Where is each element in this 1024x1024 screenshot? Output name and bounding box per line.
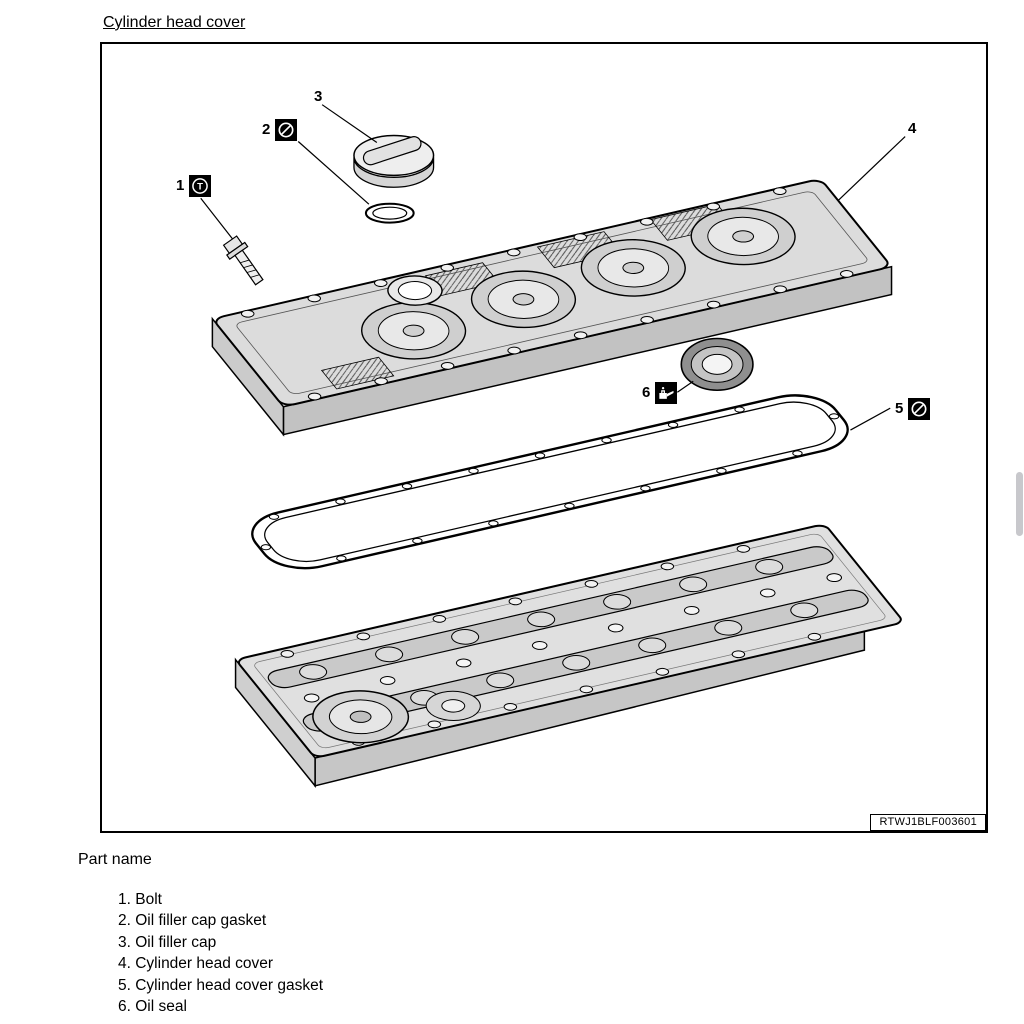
bolt-shape [221, 234, 268, 288]
do-not-reuse-icon [275, 119, 298, 141]
callout-3-number: 3 [314, 88, 323, 105]
oil-filler-cap-shape [354, 135, 434, 187]
do-not-reuse-icon [908, 398, 931, 420]
part-item-6: 6. Oil seal [118, 998, 187, 1016]
callout-4: 4 [908, 118, 916, 140]
head-cover-gasket-shape [238, 388, 861, 575]
part-item-4: 4. Cylinder head cover [118, 955, 274, 973]
figure-frame: 1 T 2 3 4 5 6 [100, 42, 988, 833]
parts-list: 1. Bolt 2. Oil filler cap gasket 3. Oil … [118, 889, 323, 1017]
figure-code-label: RTWJ1BLF003601 [870, 814, 986, 831]
cylinder-head-cover-shape [212, 178, 892, 434]
callout-1: 1 T [176, 175, 212, 197]
leader-lines [201, 105, 905, 430]
part-item-5: 5. Cylinder head cover gasket [118, 976, 324, 994]
callout-4-number: 4 [908, 120, 917, 137]
exploded-diagram [102, 44, 986, 831]
part-item-2: 2. Oil filler cap gasket [118, 912, 267, 930]
page-title: Cylinder head cover [103, 14, 246, 31]
callout-5: 5 [895, 398, 931, 420]
callout-2: 2 [262, 119, 298, 141]
apply-oil-icon [655, 382, 678, 404]
cylinder-head-shape [236, 524, 905, 786]
scrollbar-thumb[interactable] [1016, 472, 1023, 536]
callout-1-number: 1 [176, 177, 185, 194]
callout-2-number: 2 [262, 121, 271, 138]
part-item-3: 3. Oil filler cap [118, 933, 217, 951]
oil-filler-cap-gasket-shape [366, 204, 414, 223]
oil-seal-shape [681, 339, 753, 391]
callout-5-number: 5 [895, 400, 904, 417]
callout-6: 6 [642, 382, 678, 404]
part-name-heading: Part name [78, 851, 152, 868]
callout-6-number: 6 [642, 384, 651, 401]
svg-text:T: T [197, 182, 203, 193]
torque-spec-icon: T [189, 175, 212, 197]
callout-3: 3 [314, 86, 322, 108]
part-item-1: 1. Bolt [118, 891, 162, 908]
